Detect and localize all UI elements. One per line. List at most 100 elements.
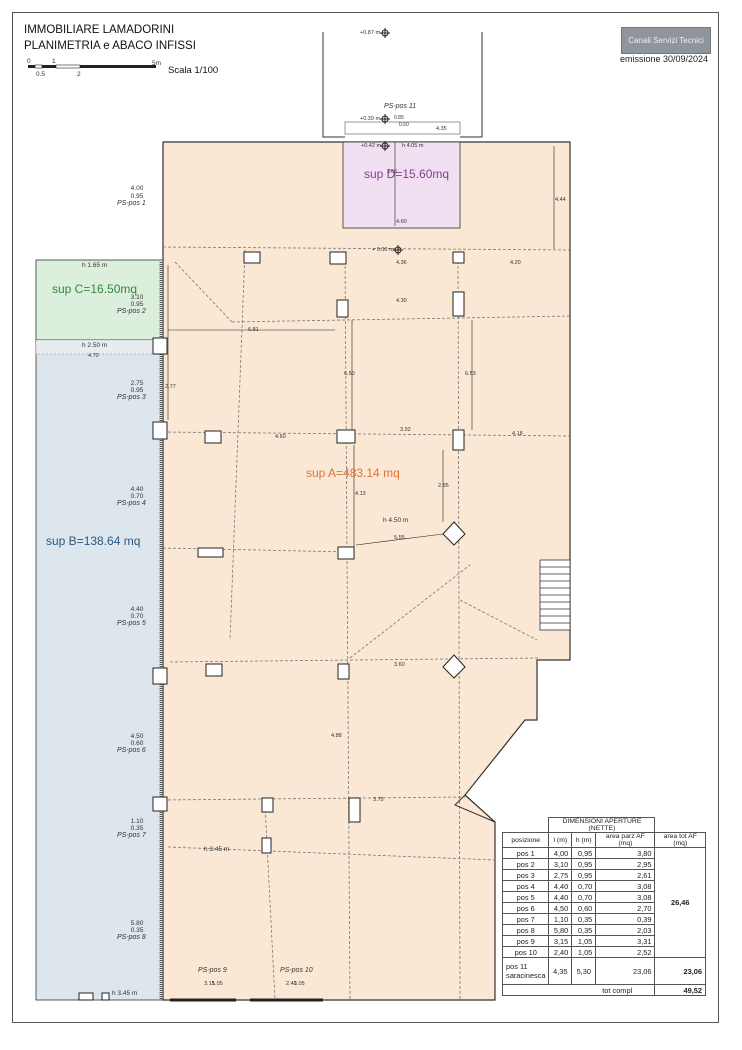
cell: 0,95 (571, 869, 597, 881)
cell: 1,05 (571, 946, 597, 958)
cell: 4,00 (548, 847, 573, 859)
dim-418: 4.18 (512, 431, 523, 437)
emission-date: emissione 30/09/2024 (620, 54, 709, 64)
scale-tick-1: 1 (52, 58, 56, 65)
dim-285: 2.85 (438, 483, 449, 489)
pos8-h: 0.35 (130, 927, 144, 934)
pos10-l: 2.40 (286, 981, 297, 987)
grand-total: 49,52 (654, 984, 706, 996)
dim-420: 4.20 (510, 260, 521, 266)
dim-050: 0.50 (399, 122, 409, 128)
cell: 0,70 (571, 880, 597, 892)
cell: 0,95 (571, 847, 597, 859)
table-corner (502, 817, 550, 833)
cell: 2,75 (548, 869, 573, 881)
pos6-l: 4.50 (130, 733, 144, 740)
pos3-h: 0.95 (130, 387, 144, 394)
elevation-4: + 0.00 m (372, 247, 394, 253)
col-h: h (m) (571, 832, 597, 848)
group1-total: 26,46 (654, 847, 706, 958)
elevation-3: +0.42 m (361, 143, 382, 149)
company-logo: Canali Servizi Tecnici (621, 27, 711, 54)
scale-label: Scala 1/100 (168, 65, 219, 76)
scale-tick-0: 0 (27, 58, 31, 65)
col-area-tot: area tot AF (mq) (654, 832, 706, 848)
pos11-name: PS-pos 11 (384, 103, 417, 110)
height-c: h 1.65 m (82, 262, 108, 269)
cell: 4,50 (548, 902, 573, 914)
cell: pos 9 (501, 935, 550, 947)
cell: 2,52 (595, 946, 656, 958)
cell: 5,80 (548, 924, 573, 936)
table-total-row: tot compl 49,52 (501, 984, 706, 996)
pos2-l: 3.10 (130, 294, 144, 301)
dim-460-a: 4.60 (275, 434, 286, 440)
cell: 0,95 (571, 858, 597, 870)
scale-tick-05: 0.5 (36, 71, 46, 78)
group2-total: 23,06 (654, 957, 706, 985)
dim-555: 5.55 (394, 535, 405, 541)
pos11-type: saracinesca (506, 971, 546, 980)
height-d: h 4.05 m (402, 143, 424, 149)
table-row: pos 8 5,80 0,35 2,03 (501, 924, 706, 936)
upper-open-area (322, 32, 483, 138)
pos9-h: 1.05 (212, 981, 223, 987)
drawing-frame (12, 12, 719, 1023)
cell: pos 8 (501, 924, 550, 936)
pos4-l: 4.40 (130, 486, 144, 493)
cell: 23,06 (595, 957, 656, 985)
dim-436: 4.36 (396, 260, 407, 266)
cell: 3,08 (595, 891, 656, 903)
pos9-l: 3.15 (204, 981, 215, 987)
table-row: pos 1 4,00 0,95 3,80 26,46 (501, 847, 706, 958)
cell: 0,39 (595, 913, 656, 925)
cell: pos 6 (501, 902, 550, 914)
col-l: l (m) (548, 832, 573, 848)
table-row-pos11: pos 11 saracinesca 4,35 5,30 23,06 23,06 (501, 957, 706, 985)
cell: 5,30 (571, 957, 597, 985)
pos8-l: 5.80 (130, 920, 144, 927)
cell: 3,08 (595, 880, 656, 892)
area-b (35, 339, 164, 1001)
cell: pos 5 (501, 891, 550, 903)
cell: 0,70 (571, 891, 597, 903)
pos5-name: PS-pos 5 (117, 620, 146, 627)
pillars (78, 251, 465, 1001)
cell: pos 3 (501, 869, 550, 881)
cell: 3,15 (548, 935, 573, 947)
cell: 1,10 (548, 913, 573, 925)
cell: pos 7 (501, 913, 550, 925)
pos8-name: PS-pos 8 (117, 934, 146, 941)
area-a (162, 141, 571, 1001)
cell: pos 10 (501, 946, 550, 958)
pos2-h: 0.95 (130, 301, 144, 308)
scale-tick-2: 2 (77, 71, 81, 78)
cell: 3,31 (595, 935, 656, 947)
surface-b-label: sup B=138.64 mq (46, 534, 141, 548)
table-row: pos 10 2,40 1,05 2,52 (501, 946, 706, 958)
height-a1: h 4.50 m (383, 517, 409, 524)
dim-460-d: 4.60 (396, 219, 407, 225)
cell: 0,60 (571, 902, 597, 914)
col-area-parz: area parz AF (mq) (595, 832, 656, 848)
cell: pos 1 (501, 847, 550, 859)
cell: 2,03 (595, 924, 656, 936)
cell: 1,05 (571, 935, 597, 947)
cell: 4,35 (548, 957, 573, 985)
area-d (342, 141, 461, 229)
table-row: pos 7 1,10 0,35 0,39 (501, 913, 706, 925)
col-posizione: posizione (501, 832, 550, 848)
height-a2: h 3.45 m (204, 846, 230, 853)
cell: pos 2 (501, 858, 550, 870)
cell: 4,40 (548, 880, 573, 892)
pos4-name: PS-pos 4 (117, 500, 146, 507)
company-name: IMMOBILIARE LAMADORINI (24, 24, 175, 36)
scale-tick-5m: 5m (152, 60, 162, 67)
dim-277: 2.77 (165, 384, 176, 390)
dim-392: 3.92 (400, 427, 411, 433)
dim-470: 4.70 (88, 353, 99, 359)
cell: 3,80 (595, 847, 656, 859)
cell: 2,40 (548, 946, 573, 958)
dim-653: 6.53 (465, 371, 476, 377)
